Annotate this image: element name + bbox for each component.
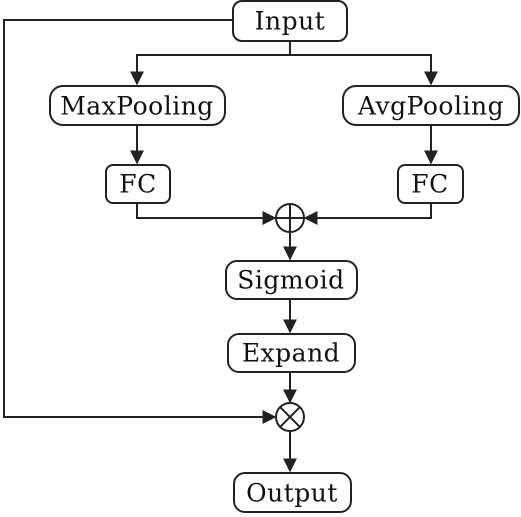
times-icon: [279, 406, 301, 428]
node-sigmoid: Sigmoid: [225, 260, 358, 300]
edge-input-avgpool: [290, 54, 438, 86]
node-avgpool-box: [342, 85, 520, 126]
multiply-operator-icon: [275, 402, 305, 432]
node-avgpool: AvgPooling: [342, 85, 520, 126]
node-expand: Expand: [227, 333, 356, 373]
node-fc-right-label: FC: [411, 170, 448, 199]
node-fc-left: FC: [105, 164, 171, 204]
node-output-box: [233, 472, 352, 513]
node-sigmoid-label: Sigmoid: [237, 266, 344, 295]
plus-icon: [276, 204, 304, 232]
node-fc-right: FC: [397, 164, 464, 204]
node-fc-left-label: FC: [119, 170, 156, 199]
node-output: Output: [233, 472, 352, 513]
node-maxpool-box: [49, 85, 226, 126]
node-fc-left-box: [105, 164, 171, 204]
edge-input-skip: [3, 19, 277, 424]
node-expand-box: [227, 333, 356, 373]
node-avgpool-label: AvgPooling: [357, 92, 504, 121]
edge-fc-left-add: [136, 202, 277, 225]
node-input: Input: [232, 0, 348, 42]
connectors: [3, 19, 438, 473]
node-maxpool: MaxPooling: [49, 85, 226, 126]
node-output-label: Output: [246, 479, 338, 508]
node-maxpool-label: MaxPooling: [60, 92, 214, 121]
node-expand-label: Expand: [242, 339, 340, 368]
add-operator-icon: [275, 203, 305, 233]
edge-input-split: [130, 40, 291, 86]
node-input-label: Input: [255, 7, 326, 36]
node-sigmoid-box: [225, 260, 358, 300]
node-fc-right-box: [397, 164, 464, 204]
edge-fc-right-add: [303, 202, 432, 225]
node-input-box: [232, 0, 348, 42]
